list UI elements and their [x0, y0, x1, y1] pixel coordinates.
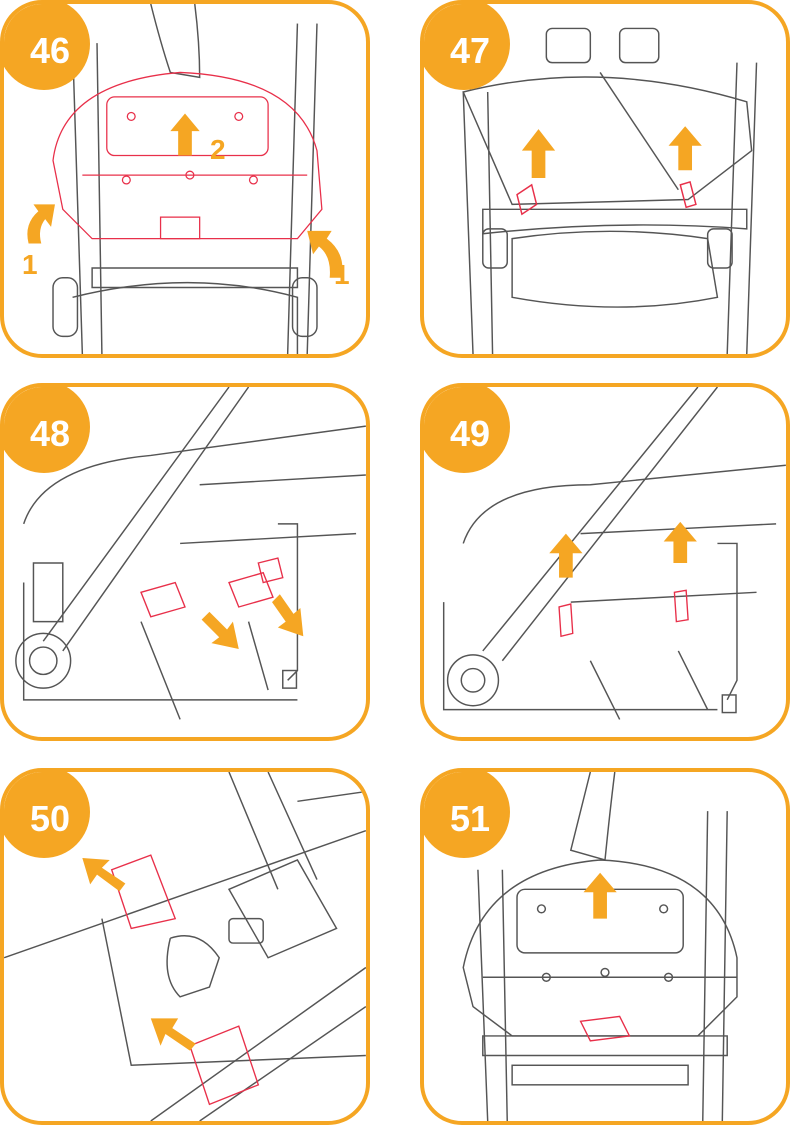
step-49-panel: 49 — [420, 383, 790, 741]
step-46-label-1-right: 1 — [334, 259, 350, 291]
step-51-panel: 51 — [420, 768, 790, 1125]
step-47-panel: 47 — [420, 0, 790, 358]
step-49-badge: 49 — [420, 383, 510, 473]
step-48-badge: 48 — [0, 383, 90, 473]
step-46-label-2: 2 — [210, 134, 226, 166]
step-51-badge: 51 — [420, 768, 510, 858]
step-47-badge: 47 — [420, 0, 510, 90]
step-50-badge: 50 — [0, 768, 90, 858]
step-46-label-1-left: 1 — [22, 249, 38, 281]
step-50-panel: 50 — [0, 768, 370, 1125]
step-46-badge: 46 — [0, 0, 90, 90]
step-48-panel: 48 — [0, 383, 370, 741]
step-46-panel: 46 1 2 1 — [0, 0, 370, 358]
